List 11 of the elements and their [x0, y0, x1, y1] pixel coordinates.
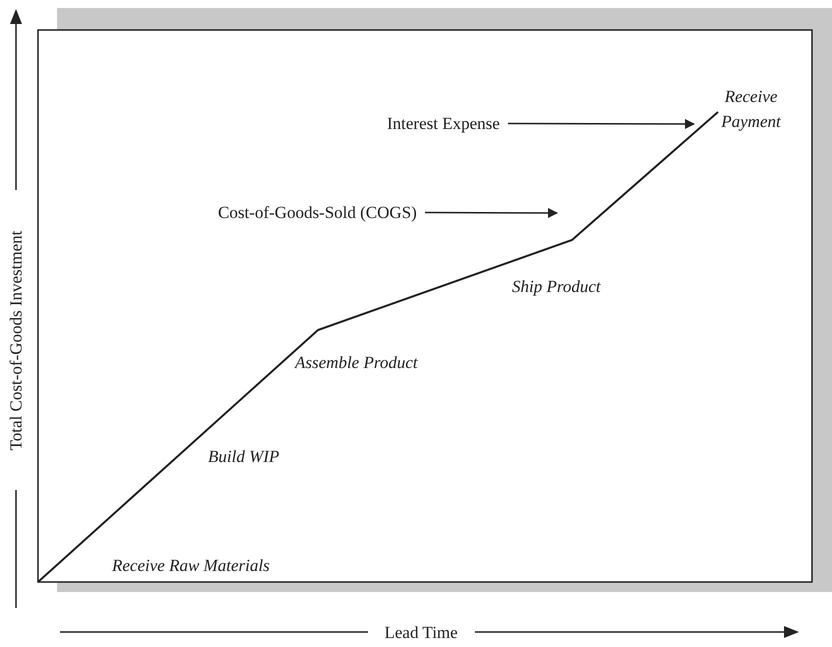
- stage-label: Receive Payment: [720, 86, 782, 133]
- axis-label: Lead Time: [384, 622, 458, 644]
- stage-label: Assemble Product: [295, 352, 418, 374]
- callout-text: Interest Expense: [387, 110, 500, 137]
- leader-arrow: [508, 118, 695, 129]
- callout-text: Cost-of-Goods-Sold (COGS): [218, 199, 417, 226]
- leader-arrow: [425, 208, 558, 218]
- axis-label: Total Cost-of-Goods Investment: [5, 230, 26, 450]
- stage-label: Ship Product: [512, 276, 601, 298]
- stage-label: Receive Raw Materials: [112, 555, 270, 577]
- stage-label: Build WIP: [208, 446, 280, 468]
